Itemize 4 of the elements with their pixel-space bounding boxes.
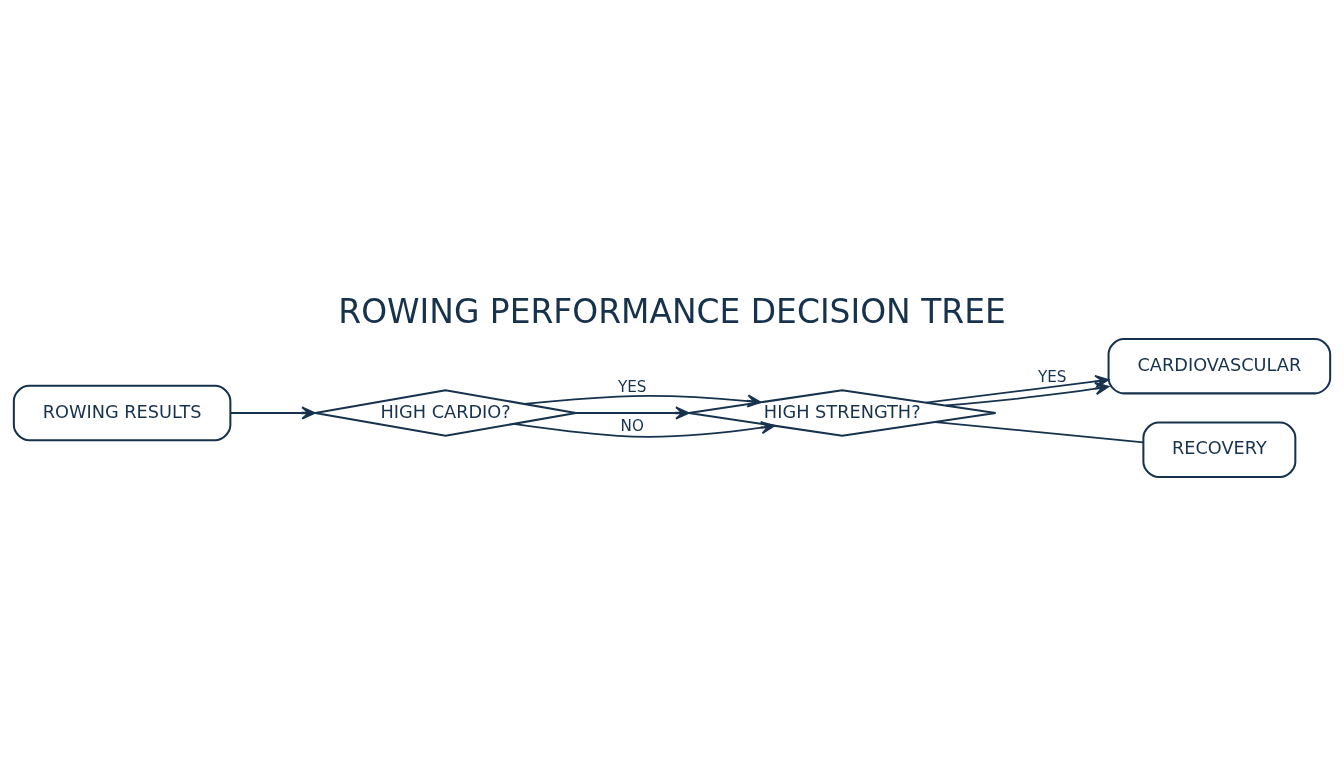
edge-label: YES [618, 377, 647, 396]
edge-label: YES [1037, 367, 1067, 386]
diagram-title: ROWING PERFORMANCE DECISION TREE [338, 291, 1006, 331]
edge-label: NO [620, 416, 644, 435]
